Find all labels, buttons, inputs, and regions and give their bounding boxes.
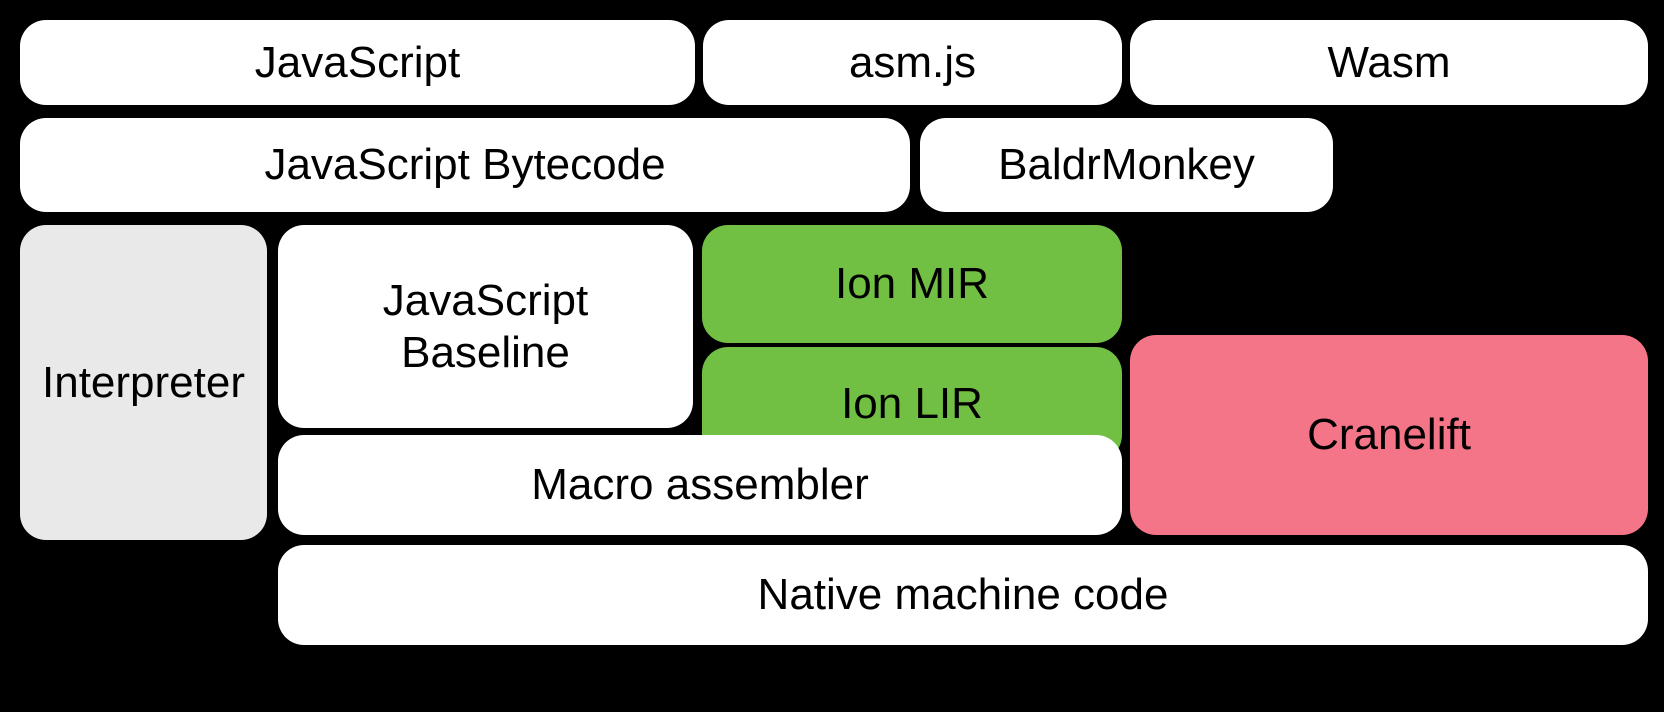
node-wasm[interactable]: Wasm xyxy=(1130,20,1648,105)
node-label: Interpreter xyxy=(42,357,245,407)
node-asm-js[interactable]: asm.js xyxy=(703,20,1122,105)
node-javascript[interactable]: JavaScript xyxy=(20,20,695,105)
node-javascript-baseline[interactable]: JavaScript Baseline xyxy=(278,225,693,428)
node-interpreter[interactable]: Interpreter xyxy=(20,225,267,540)
node-macro-assembler[interactable]: Macro assembler xyxy=(278,435,1122,535)
node-label: Cranelift xyxy=(1307,410,1471,460)
node-label: Ion MIR xyxy=(834,259,990,309)
node-label: asm.js xyxy=(848,37,977,87)
node-label: JavaScript Baseline xyxy=(382,275,589,377)
node-label: Wasm xyxy=(1327,37,1451,87)
node-javascript-bytecode[interactable]: JavaScript Bytecode xyxy=(20,118,910,212)
node-label: Native machine code xyxy=(757,570,1169,620)
node-label: Ion LIR xyxy=(841,379,983,429)
node-native-machine-code[interactable]: Native machine code xyxy=(278,545,1648,645)
node-baldrmonkey[interactable]: BaldrMonkey xyxy=(920,118,1333,212)
node-cranelift[interactable]: Cranelift xyxy=(1130,335,1648,535)
node-label: BaldrMonkey xyxy=(998,140,1255,190)
node-label: JavaScript xyxy=(254,37,461,87)
node-label: Macro assembler xyxy=(531,460,869,510)
node-ion-mir[interactable]: Ion MIR xyxy=(702,225,1122,343)
node-label: JavaScript Bytecode xyxy=(264,140,666,190)
